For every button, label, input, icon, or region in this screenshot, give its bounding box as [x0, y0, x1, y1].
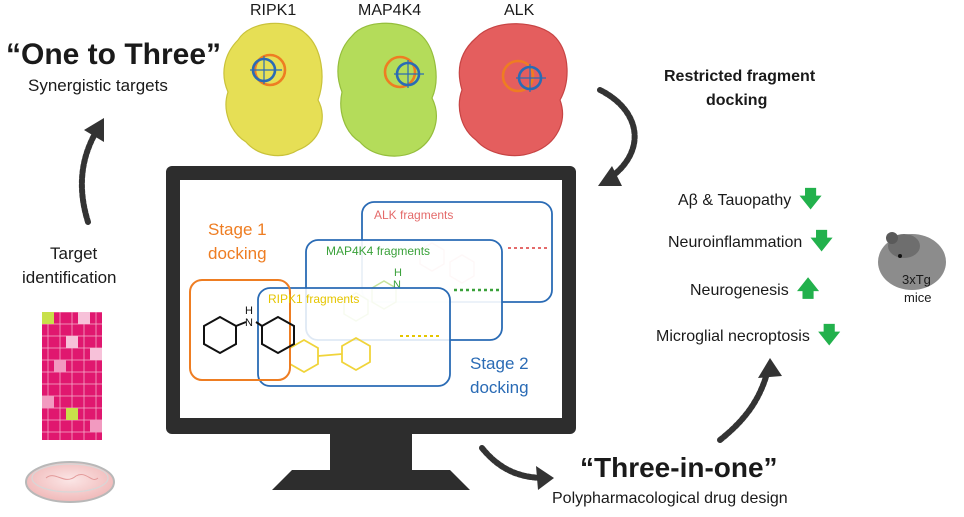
effect-label: Aβ & Tauopathy — [678, 192, 792, 209]
protein-map4k4 — [337, 22, 437, 157]
effect-label: Neurogenesis — [690, 282, 789, 299]
restricted-docking-line2: docking — [706, 92, 768, 109]
protein-label-ripk1: RIPK1 — [250, 2, 297, 19]
effect-item: Neurogenesis 🡅 — [690, 276, 819, 304]
protein-alk — [458, 23, 568, 157]
effect-label: Neuroinflammation — [668, 234, 803, 251]
svg-text:N: N — [245, 317, 253, 329]
effect-item: Aβ & Tauopathy 🡇 — [678, 186, 822, 214]
effect-item: Microglial necroptosis 🡇 — [656, 322, 840, 350]
map4k4-fragments-label: MAP4K4 fragments — [326, 244, 431, 258]
protein-label-alk: ALK — [504, 2, 535, 19]
mice-label-line2: mice — [904, 290, 932, 305]
three-in-one-subtitle: Polypharmacological drug design — [552, 490, 788, 507]
stage2-label-line1: Stage 2 — [470, 354, 529, 373]
arrow-restricted-docking — [597, 87, 638, 186]
effect-item: Neuroinflammation 🡇 — [668, 228, 833, 256]
svg-text:N: N — [393, 279, 401, 291]
down-arrow-icon: 🡇 — [810, 228, 833, 253]
stage1-panel: H N — [189, 279, 295, 381]
protein-ripk1 — [223, 22, 323, 157]
stage1-label-line2: docking — [208, 244, 267, 263]
three-in-one-title: “Three-in-one” — [580, 452, 778, 483]
svg-text:H: H — [245, 305, 253, 317]
arrow-monitor-to-three-in-one — [479, 445, 554, 490]
stage2-label-line2: docking — [470, 378, 529, 397]
restricted-docking-line1: Restricted fragment — [664, 68, 816, 85]
down-arrow-icon: 🡇 — [799, 186, 822, 211]
down-arrow-icon: 🡇 — [817, 322, 841, 347]
arrow-target-to-one-to-three — [78, 118, 104, 225]
svg-text:H: H — [394, 267, 402, 279]
protein-label-map4k4: MAP4K4 — [358, 2, 422, 19]
target-identification-line2: identification — [22, 268, 117, 287]
mouse-icon — [878, 232, 946, 290]
arrow-three-in-one-to-effects — [717, 358, 782, 443]
target-identification-line1: Target — [50, 244, 98, 263]
stage1-label-line1: Stage 1 — [208, 220, 267, 239]
alk-fragments-label: ALK fragments — [374, 208, 454, 222]
up-arrow-icon: 🡅 — [796, 276, 820, 301]
ripk1-fragments-label: RIPK1 fragments — [268, 292, 360, 306]
one-to-three-subtitle: Synergistic targets — [28, 76, 168, 95]
effect-label: Microglial necroptosis — [656, 328, 810, 345]
mice-label-line1: 3xTg — [902, 272, 931, 287]
one-to-three-title: “One to Three” — [6, 38, 222, 71]
petri-dish-icon — [25, 461, 115, 503]
heatmap-icon — [42, 312, 102, 440]
